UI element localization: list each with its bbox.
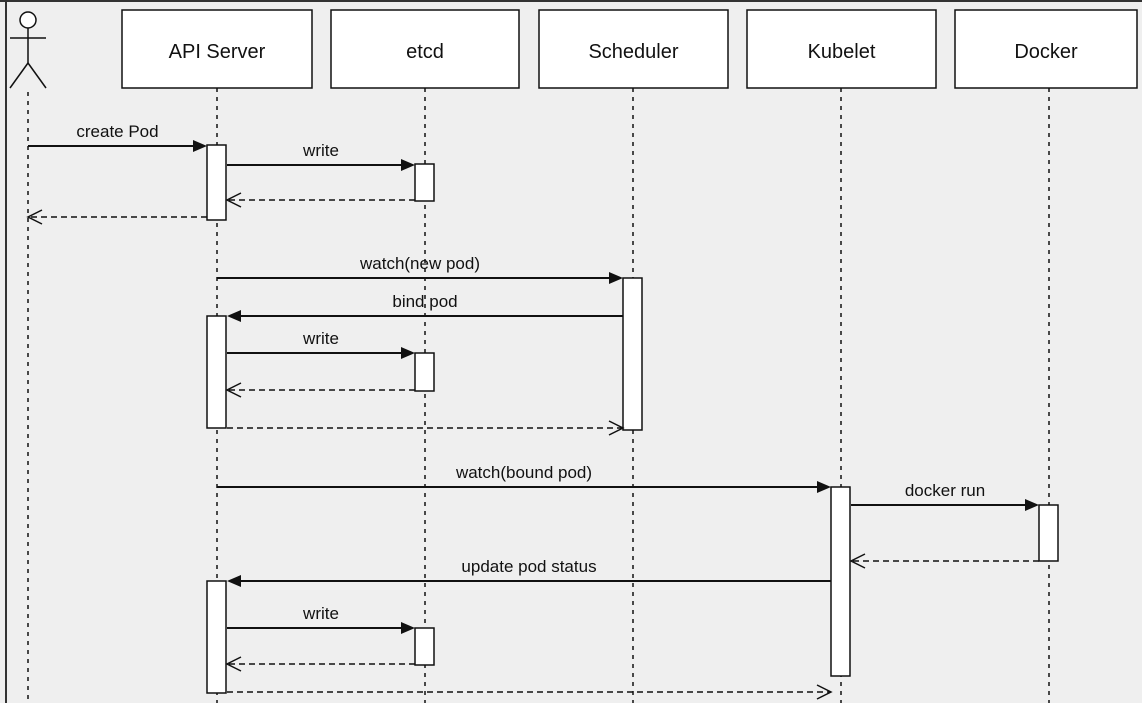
- message-return: [849, 553, 1039, 569]
- arrowhead-filled-icon: [227, 575, 241, 587]
- participant-label-api: API Server: [169, 41, 266, 63]
- arrowhead-filled-icon: [193, 140, 207, 152]
- message-docker-run: docker run: [851, 481, 1039, 511]
- activation-bar-etcd: [414, 352, 435, 392]
- message-write: write: [227, 141, 415, 171]
- arrowhead-filled-icon: [1025, 499, 1039, 511]
- activation-bar-kubelet: [830, 486, 851, 677]
- activation-bar-api: [206, 144, 227, 221]
- participant-box-etcd: [330, 9, 520, 89]
- participant-label-kubelet: Kubelet: [808, 41, 876, 63]
- actor-head: [19, 11, 37, 29]
- message-write: write: [227, 329, 415, 359]
- arrowhead-open-icon: [608, 420, 625, 436]
- message-label: write: [302, 329, 339, 348]
- arrowhead-open-icon: [849, 553, 866, 569]
- message-watch-bound-pod: watch(bound pod): [217, 463, 831, 493]
- message-return: [225, 656, 415, 672]
- activation-bar-docker: [1038, 504, 1059, 562]
- participant-box-scheduler: [538, 9, 729, 89]
- participant-box-kubelet: [746, 9, 937, 89]
- actor-leg: [27, 62, 47, 89]
- message-update-pod-status: update pod status: [227, 557, 831, 587]
- activation-bar-scheduler: [622, 277, 643, 431]
- message-label: bind pod: [392, 292, 457, 311]
- participant-label-etcd: etcd: [406, 41, 444, 63]
- participant-box-api: [121, 9, 313, 89]
- arrowhead-open-icon: [816, 684, 833, 700]
- activation-bar-api: [206, 315, 227, 429]
- activation-bar-etcd: [414, 163, 435, 202]
- message-return: [26, 209, 207, 225]
- arrowhead-open-icon: [225, 192, 242, 208]
- message-label: watch(new pod): [359, 254, 480, 273]
- activation-bar-api: [206, 580, 227, 694]
- arrowhead-filled-icon: [227, 310, 241, 322]
- message-label: watch(bound pod): [455, 463, 592, 482]
- message-create-pod: create Pod: [28, 122, 207, 152]
- participant-label-scheduler: Scheduler: [588, 41, 678, 63]
- message-watch-new-pod: watch(new pod): [217, 254, 623, 284]
- message-label: update pod status: [461, 557, 596, 576]
- arrowhead-open-icon: [225, 382, 242, 398]
- message-label: write: [302, 604, 339, 623]
- message-label: docker run: [905, 481, 985, 500]
- activation-bar-etcd: [414, 627, 435, 666]
- actor-icon: [9, 11, 47, 89]
- arrowhead-filled-icon: [401, 159, 415, 171]
- arrowhead-filled-icon: [609, 272, 623, 284]
- participant-label-docker: Docker: [1014, 41, 1078, 63]
- message-label: write: [302, 141, 339, 160]
- participant-box-docker: [954, 9, 1138, 89]
- message-label: create Pod: [76, 122, 158, 141]
- message-return: [227, 684, 833, 700]
- arrowhead-filled-icon: [401, 347, 415, 359]
- message-return: [225, 192, 415, 208]
- actor-leg: [9, 62, 29, 89]
- message-bind-pod: bind pod: [227, 292, 623, 322]
- arrowhead-open-icon: [225, 656, 242, 672]
- arrowhead-filled-icon: [401, 622, 415, 634]
- message-return: [227, 420, 625, 436]
- arrowhead-open-icon: [26, 209, 43, 225]
- message-write: write: [227, 604, 415, 634]
- arrowhead-filled-icon: [817, 481, 831, 493]
- message-return: [225, 382, 415, 398]
